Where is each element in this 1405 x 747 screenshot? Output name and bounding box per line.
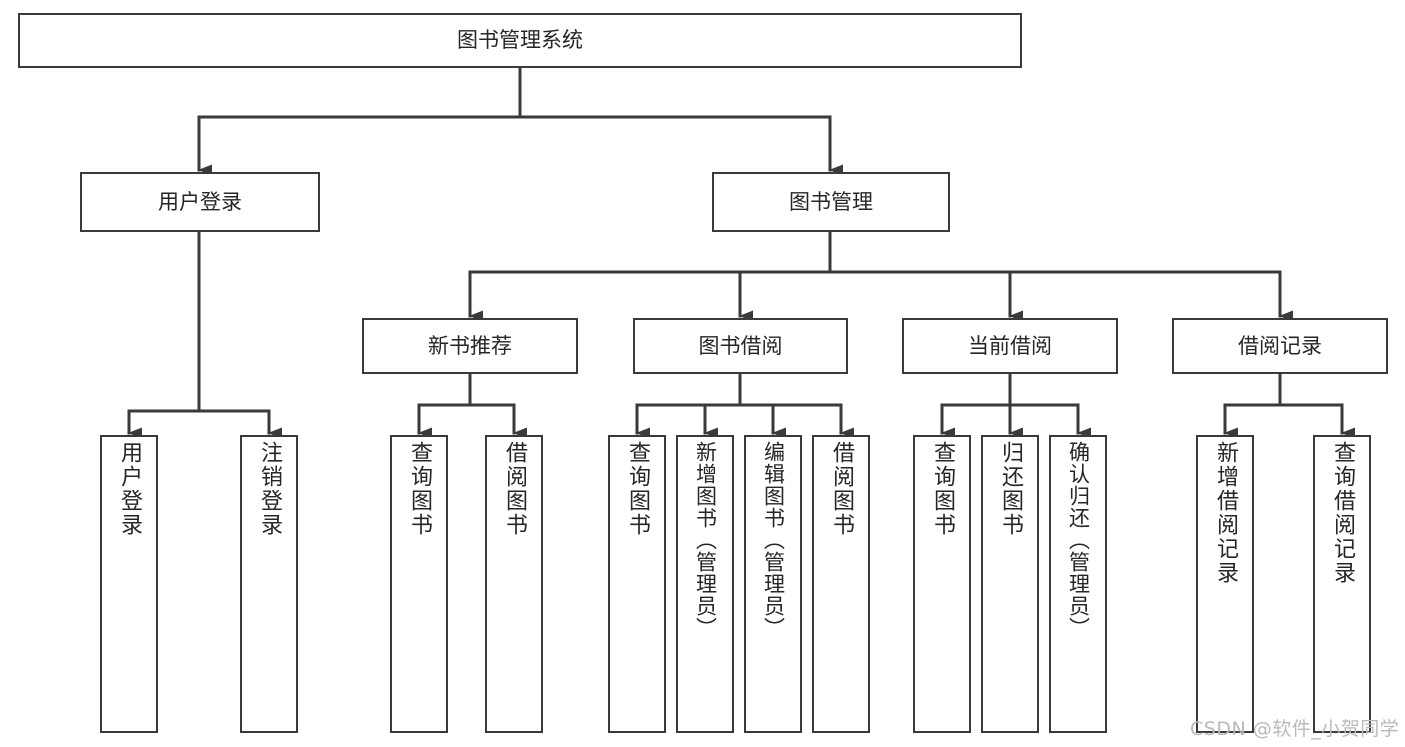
node-book-management[interactable]: 图书管理: [712, 172, 950, 232]
node-root[interactable]: 图书管理系统: [18, 13, 1022, 68]
leaf-edit-book-admin[interactable]: 编辑图书（管理员）: [744, 435, 802, 733]
leaf-user-logout[interactable]: 注销登录: [240, 435, 298, 733]
leaf-edit-book-admin-label: 编辑图书（管理员）: [761, 441, 786, 639]
node-user-login[interactable]: 用户登录: [80, 172, 320, 232]
leaf-return-book-label: 归还图书: [998, 441, 1023, 537]
leaf-borrow-book-borrow-label: 借阅图书: [829, 441, 854, 537]
watermark-text: CSDN @软件_小贺同学: [1190, 718, 1400, 740]
node-book-borrow[interactable]: 图书借阅: [633, 318, 848, 374]
leaf-query-borrow-record-label: 查询借阅记录: [1330, 441, 1355, 585]
leaf-add-borrow-record[interactable]: 新增借阅记录: [1196, 435, 1254, 733]
leaf-query-book-borrow[interactable]: 查询图书: [608, 435, 666, 733]
leaf-borrow-book-recommend-label: 借阅图书: [502, 441, 527, 537]
node-book-management-label: 图书管理: [789, 189, 873, 214]
leaf-user-logout-label: 注销登录: [257, 441, 282, 537]
leaf-query-book-recommend-label: 查询图书: [407, 441, 432, 537]
leaf-user-login-label: 用户登录: [117, 441, 142, 537]
leaf-query-borrow-record[interactable]: 查询借阅记录: [1313, 435, 1371, 733]
leaf-query-book-borrow-label: 查询图书: [625, 441, 650, 537]
leaf-add-book-admin-label: 新增图书（管理员）: [693, 441, 718, 639]
leaf-confirm-return-admin-label: 确认归还（管理员）: [1066, 441, 1091, 639]
node-current-borrow-label: 当前借阅: [968, 333, 1052, 358]
leaf-query-book-current-label: 查询图书: [930, 441, 955, 537]
leaf-return-book[interactable]: 归还图书: [981, 435, 1039, 733]
leaf-confirm-return-admin[interactable]: 确认归还（管理员）: [1049, 435, 1107, 733]
node-book-borrow-label: 图书借阅: [698, 333, 783, 358]
leaf-borrow-book-recommend[interactable]: 借阅图书: [485, 435, 543, 733]
node-new-book-recommend[interactable]: 新书推荐: [362, 318, 578, 374]
node-root-label: 图书管理系统: [457, 28, 583, 53]
node-user-login-label: 用户登录: [158, 189, 242, 214]
leaf-query-book-recommend[interactable]: 查询图书: [390, 435, 448, 733]
node-borrow-record-label: 借阅记录: [1238, 333, 1322, 358]
leaf-add-borrow-record-label: 新增借阅记录: [1213, 441, 1238, 585]
leaf-query-book-current[interactable]: 查询图书: [913, 435, 971, 733]
node-current-borrow[interactable]: 当前借阅: [902, 318, 1118, 374]
node-new-book-recommend-label: 新书推荐: [428, 333, 512, 358]
leaf-user-login[interactable]: 用户登录: [100, 435, 158, 733]
leaf-add-book-admin[interactable]: 新增图书（管理员）: [676, 435, 734, 733]
leaf-borrow-book-borrow[interactable]: 借阅图书: [812, 435, 870, 733]
node-borrow-record[interactable]: 借阅记录: [1172, 318, 1388, 374]
